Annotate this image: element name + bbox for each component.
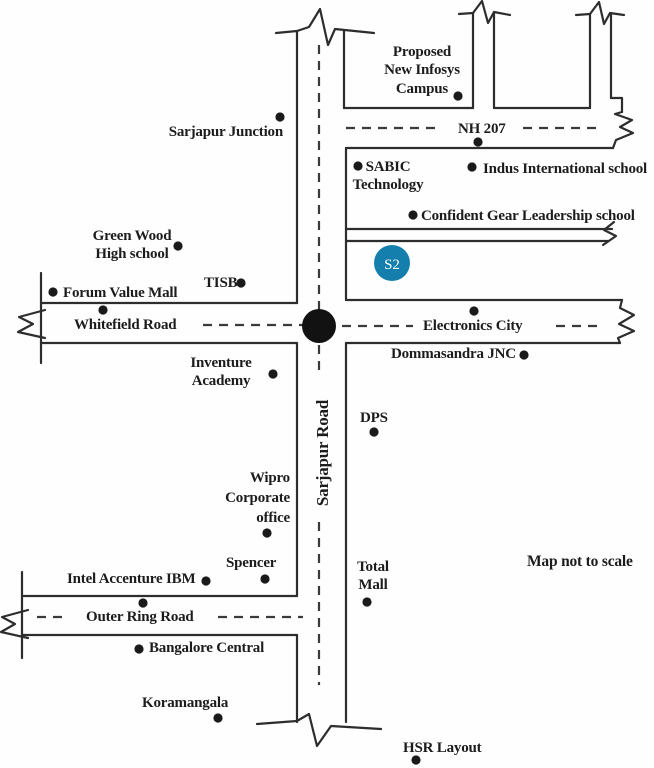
dot-outer-ring <box>138 598 148 608</box>
block3-corner-edge <box>609 96 624 114</box>
s2-site-marker: S2 <box>374 245 410 281</box>
road-break-bottom-icon <box>255 712 383 748</box>
dot-nh207 <box>473 137 483 147</box>
place-label-wipro: Wipro Corporate office <box>225 470 290 526</box>
place-label-proposed-infosys: Proposed New Infosys Campus <box>384 44 460 97</box>
road-break-sabic-right-icon <box>601 220 618 247</box>
dot-tisb <box>236 278 246 288</box>
place-label-sabic: SABIC Technology <box>352 159 424 194</box>
place-dots <box>48 91 529 765</box>
dot-green-wood <box>173 241 183 251</box>
dot-sabic <box>353 161 363 171</box>
road-break-outer-ring-icon <box>0 608 30 640</box>
dot-whitefield <box>98 305 108 315</box>
road-label-nh207: NH 207 <box>458 121 506 137</box>
road-break-top-road1-icon <box>457 0 512 25</box>
dot-inventure <box>268 369 278 379</box>
dot-confident-gear <box>408 210 418 220</box>
place-label-confident-gear: Confident Gear Leadership school <box>421 208 635 224</box>
place-label-tisb: TISB <box>204 275 238 291</box>
place-label-spencer: Spencer <box>226 555 277 571</box>
dot-wipro <box>262 528 272 538</box>
place-label-inventure: Inventure Academy <box>190 355 252 390</box>
dot-bangalore-central <box>134 644 144 654</box>
dot-dommasandra <box>519 350 529 360</box>
place-label-sarjapur-junction: Sarjapur Junction <box>168 124 283 140</box>
place-label-dps: DPS <box>360 410 388 426</box>
dot-spencer <box>260 574 270 584</box>
dot-indus <box>467 162 477 172</box>
road-break-top-icon <box>274 7 376 47</box>
s2-marker-label: S2 <box>384 257 400 273</box>
s2-marker-circle <box>374 245 410 281</box>
dot-sarjapur-junction <box>275 112 285 122</box>
dot-hsr-layout <box>411 755 421 765</box>
place-label-bangalore-central: Bangalore Central <box>149 640 265 656</box>
road-break-nh207-right-icon <box>611 110 635 150</box>
road-break-top-road2-icon <box>574 0 626 26</box>
dot-proposed-infosys <box>453 91 463 101</box>
place-label-dommasandra: Dommasandra JNC <box>391 346 516 362</box>
road-label-whitefield: Whitefield Road <box>74 317 177 333</box>
dot-forum-value-mall <box>48 287 58 297</box>
map-scale-note: Map not to scale <box>527 553 633 570</box>
dot-electronics-city <box>469 306 479 316</box>
road-label-electronics-city: Electronics City <box>423 318 523 334</box>
place-label-hsr-layout: HSR Layout <box>403 740 482 756</box>
place-label-intel: Intel Accenture IBM <box>67 571 196 587</box>
place-label-indus: Indus International school <box>483 161 648 177</box>
place-label-koramangala: Koramangala <box>142 695 229 711</box>
dot-dps <box>369 427 379 437</box>
place-label-green-wood: Green Wood High school <box>92 228 172 263</box>
road-label-outer-ring: Outer Ring Road <box>86 609 194 625</box>
dot-koramangala <box>213 713 223 723</box>
road-break-whitefield-icon <box>16 308 47 340</box>
road-break-electronics-right-icon <box>616 298 636 345</box>
main-junction-marker <box>302 309 336 343</box>
dot-total-mall <box>362 597 372 607</box>
place-label-total-mall: Total Mall <box>357 559 389 594</box>
place-label-forum-value-mall: Forum Value Mall <box>63 285 178 301</box>
road-label-sarjapur: Sarjapur Road <box>313 399 332 507</box>
dot-intel <box>201 576 211 586</box>
